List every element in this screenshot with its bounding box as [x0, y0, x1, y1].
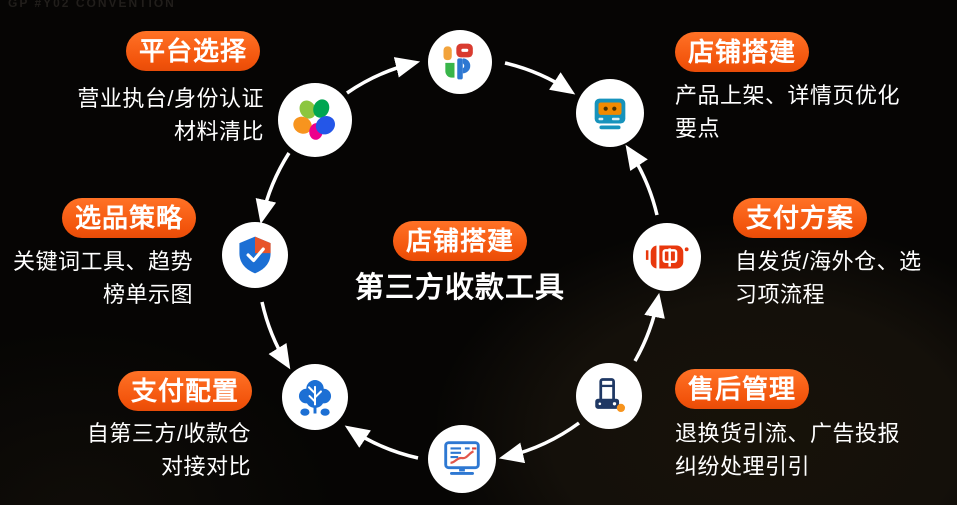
selection-badge: 选品策略 [62, 198, 197, 238]
aftersale-desc-line1: 退换货引流、广告投报 [675, 421, 901, 446]
selection-desc-line1: 关键词工具、趋势 [12, 249, 193, 274]
arrow-flower-to-shield [255, 152, 291, 225]
clover-flower-icon [293, 99, 335, 140]
platform-desc: 营业执台/身份认证 材料清比 [77, 82, 264, 148]
tree-growth-icon [298, 380, 332, 416]
platform-node [278, 83, 352, 157]
aftersale-desc: 退换货引流、广告投报 纠纷处理引引 [675, 417, 900, 483]
store-badge: 店铺搭建 [675, 32, 810, 72]
payment-config-badge: 支付配置 [118, 371, 253, 411]
payment-config-desc-line2: 对接对比 [160, 454, 251, 479]
docs-node [428, 30, 492, 94]
payment-config-desc-line1: 自第三方/收款仓 [86, 421, 251, 446]
analytics-monitor-icon [444, 441, 480, 475]
payment-config-desc: 自第三方/收款仓 对接对比 [87, 417, 251, 483]
payment-config-node [282, 364, 348, 430]
platform-desc-line2: 材料清比 [173, 119, 264, 144]
selection-node [222, 222, 288, 288]
store-desc-line2: 要点 [675, 116, 721, 141]
robot-terminal-icon [594, 98, 626, 130]
arrow-printer-to-seal [633, 292, 665, 362]
arrow-docs-to-robot [504, 61, 576, 95]
aftersale-badge: 售后管理 [675, 369, 810, 409]
payment-plan-desc: 自发货/海外仓、选 习项流程 [735, 245, 922, 311]
arrow-shield-to-tree [260, 301, 291, 370]
arrow-seal-to-robot [625, 144, 659, 216]
store-node [576, 79, 644, 147]
watermark-text: GP #Y02 CONVENTION [8, 0, 176, 10]
payment-plan-desc-line1: 自发货/海外仓、选 [735, 249, 922, 274]
pos-printer-icon [595, 378, 626, 413]
red-seal-icon [645, 242, 689, 272]
monitor-node [428, 425, 496, 493]
center-title: 第三方收款工具 [354, 272, 566, 304]
aftersale-desc-line2: 纠纷处理引引 [675, 454, 811, 479]
shield-check-icon [239, 236, 271, 274]
office-docs-logo-icon [443, 43, 473, 80]
arrow-monitor-to-tree [344, 425, 419, 460]
arrow-flower-to-docs [346, 57, 421, 95]
payment-plan-node [633, 223, 701, 291]
payment-plan-badge: 支付方案 [733, 198, 868, 238]
payment-plan-desc-line2: 习项流程 [735, 282, 826, 307]
platform-desc-line1: 营业执台/身份认证 [77, 86, 264, 111]
selection-desc: 关键词工具、趋势 榜单示图 [13, 245, 193, 311]
platform-badge: 平台选择 [126, 31, 261, 71]
store-desc-line1: 产品上架、详情页优化 [675, 83, 901, 108]
selection-desc-line2: 榜单示图 [102, 282, 193, 307]
store-desc: 产品上架、详情页优化 要点 [675, 79, 900, 145]
center-badge: 店铺搭建 [392, 221, 528, 261]
arrow-printer-to-monitor [498, 421, 581, 464]
aftersale-node [576, 363, 642, 429]
